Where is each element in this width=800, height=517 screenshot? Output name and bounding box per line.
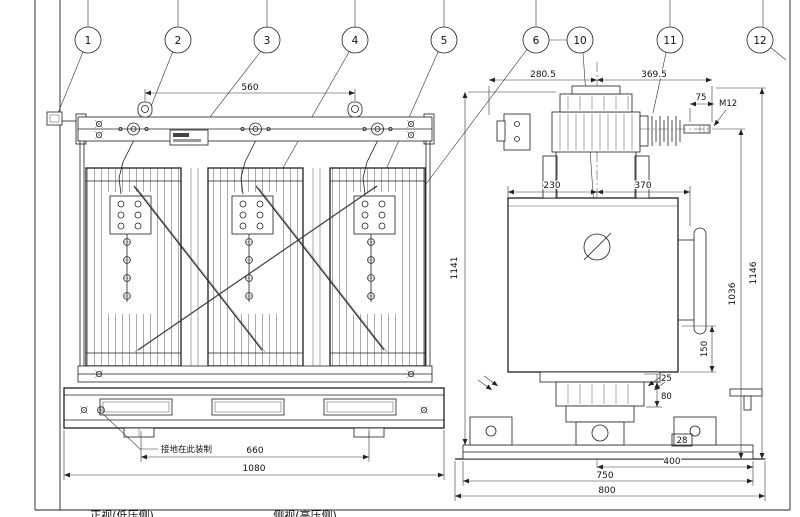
balloon-10-number: 10: [573, 35, 586, 47]
balloon-1-number: 1: [85, 35, 92, 47]
dim-800: 800: [454, 461, 766, 501]
sheet-frame: [34, 0, 791, 511]
dim-1036-label: 1036: [728, 282, 738, 305]
dim-1141-label: 1141: [450, 257, 460, 280]
dim-280-5-label: 280.5: [530, 70, 556, 80]
ground-bolt: [97, 406, 105, 414]
dim-280-5: 280.5: [488, 69, 597, 115]
balloon-2: 2: [164, 26, 192, 54]
dim-800-label: 800: [598, 486, 615, 496]
dim-1146-label: 1146: [749, 261, 759, 284]
coil-phase-b: [207, 140, 304, 367]
support-pad-left: [469, 416, 513, 446]
bottom-clamp-beam: [77, 365, 433, 383]
dim-369-5-label: 369.5: [641, 70, 667, 80]
dim-370-label: 370: [634, 181, 651, 191]
side-lower-gear: [469, 371, 763, 446]
nameplate: [169, 129, 209, 146]
dim-230: 230: [507, 180, 597, 198]
front-view-caption: 正视(低压侧): [90, 508, 154, 517]
lifting-lug-left: [137, 101, 153, 118]
dim-80: 80: [646, 382, 673, 408]
balloon-12: 12: [746, 26, 774, 54]
front-view: 560: [46, 82, 445, 517]
base-channel: [63, 387, 445, 438]
jack-bracket: [729, 388, 763, 397]
ground-clamp: [46, 111, 78, 126]
dim-150-label: 150: [700, 341, 710, 357]
balloon-callouts: 1 2 3 4 5 6 10 11 12: [57, 0, 787, 235]
side-view-caption-left: 侧视(高压侧): [273, 508, 337, 517]
dim-80-label: 80: [661, 392, 672, 402]
dim-230-label: 230: [543, 181, 560, 191]
balloon-11: 11: [656, 26, 684, 54]
dim-28: 28: [671, 433, 693, 447]
dim-75-label: 75: [696, 93, 707, 103]
dim-560-label: 560: [241, 83, 258, 93]
balloon-5-number: 5: [441, 35, 448, 47]
dim-370: 370: [597, 180, 691, 226]
lifting-lug-right: [347, 101, 363, 118]
dim-75-m12: 75 M12: [689, 92, 738, 127]
balloon-6-number: 6: [533, 35, 540, 47]
balloon-1: 1: [74, 26, 102, 54]
lv-terminal-bracket: [496, 113, 531, 151]
balloon-3: 3: [253, 26, 281, 54]
top-clamp-beam: [75, 101, 435, 146]
side-roller: [591, 424, 609, 442]
side-handle: [693, 227, 707, 335]
delta-connection-bars: [133, 185, 388, 353]
balloon-10: 10: [566, 26, 594, 54]
balloon-6: 6: [522, 26, 550, 54]
side-view: 280.5 369.5 75 M12 230 370 1141: [449, 62, 766, 501]
dim-660-label: 660: [246, 446, 263, 456]
dim-28-label: 28: [677, 436, 688, 446]
dim-1141: 1141: [449, 91, 556, 445]
dim-1080-label: 1080: [243, 464, 266, 474]
dim-750-label: 750: [596, 471, 613, 481]
thread-m12-label: M12: [719, 99, 737, 109]
balloon-11-number: 11: [663, 35, 676, 47]
tie-rods: [79, 141, 431, 382]
top-insulators: [118, 122, 393, 136]
side-body: [507, 197, 707, 373]
balloon-5: 5: [430, 26, 458, 54]
balloon-2-number: 2: [175, 35, 182, 47]
dim-369-5: 369.5: [597, 69, 713, 122]
balloon-12-number: 12: [753, 35, 766, 47]
dim-1036: 1036: [720, 128, 745, 459]
balloon-3-number: 3: [264, 35, 271, 47]
dim-1146: 1146: [716, 87, 766, 460]
side-top-clamp: [542, 85, 650, 199]
dim-400-label: 400: [663, 457, 680, 467]
coil-phase-a: [85, 140, 182, 367]
balloon-4-number: 4: [352, 35, 359, 47]
side-base: [455, 444, 765, 460]
dim-25-label: 25: [661, 374, 672, 384]
coil-phase-c: [329, 140, 426, 367]
ground-note-label: 接地在此装制: [161, 444, 212, 455]
balloon-4: 4: [341, 26, 369, 54]
dim-1080: 1080: [63, 430, 445, 480]
phase-mark: [583, 233, 611, 261]
dim-560: 560: [144, 82, 356, 101]
dim-400: 400: [597, 456, 754, 472]
dim-150: 150: [680, 325, 716, 373]
dim-660: 660: [140, 431, 370, 462]
hv-bushing: [639, 115, 720, 147]
support-pad-right: [673, 416, 717, 446]
dim-750: 750: [462, 461, 754, 486]
ground-note: 接地在此装制: [102, 413, 212, 455]
